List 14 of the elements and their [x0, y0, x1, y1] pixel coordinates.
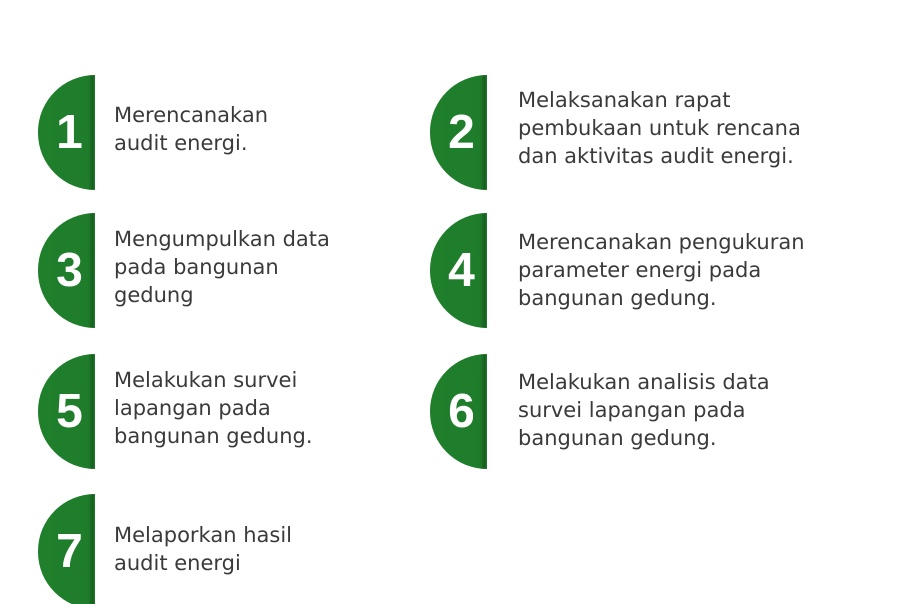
step-number: 7 — [55, 528, 83, 576]
step-number: 2 — [447, 108, 475, 156]
step-description: Melakukan analisis data survei lapangan pada bangunan gedung. — [518, 369, 771, 452]
step-number: 5 — [55, 388, 83, 436]
step-description: Melaksanakan rapat pembukaan untuk rencana dan aktivitas audit energi. — [518, 87, 802, 170]
step-description: Melaporkan hasil audit energi — [114, 522, 293, 577]
step-number: 3 — [55, 246, 83, 294]
step-description: Mengumpulkan data pada bangunan gedung — [114, 226, 331, 309]
step-description: Melakukan survei lapangan pada bangunan gedung. — [114, 367, 314, 450]
step-description: Merencanakan audit energi. — [114, 102, 270, 157]
step-description: Merencanakan pengukuran parameter energi pada bangunan gedung. — [518, 229, 806, 312]
step-number: 4 — [447, 246, 475, 294]
step-number: 1 — [55, 108, 83, 156]
step-number: 6 — [447, 388, 475, 436]
